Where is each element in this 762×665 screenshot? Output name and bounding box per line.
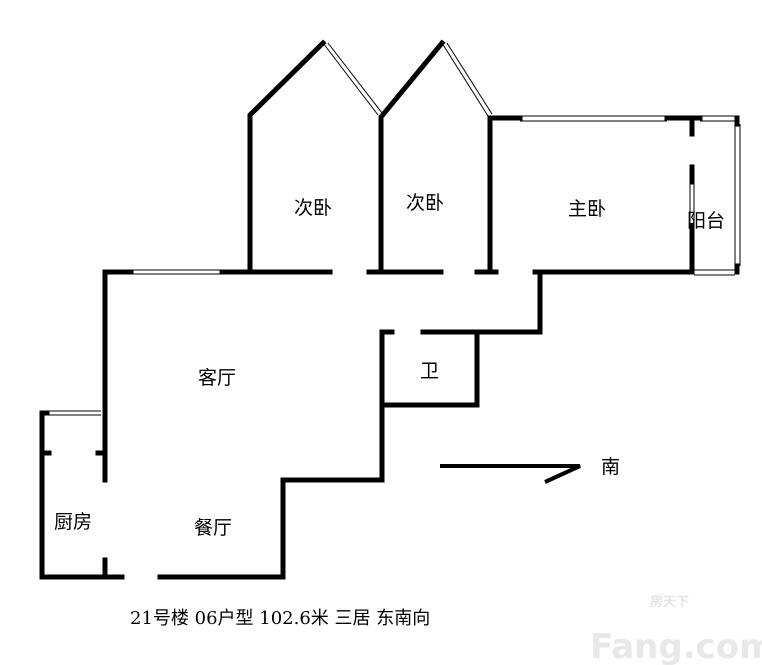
- room-label-kitchen: 厨房: [54, 511, 92, 533]
- room-label-bathroom: 卫: [420, 360, 439, 382]
- compass-label: 南: [601, 456, 620, 478]
- watermark-logo: 房天下 Fang.com: [590, 594, 762, 665]
- room-label-bedroom: 次卧: [294, 197, 332, 219]
- watermark-top: 房天下: [650, 594, 689, 610]
- room-label-balcony: 阳台: [687, 210, 725, 232]
- room-label-living-room: 客厅: [198, 367, 236, 389]
- room-label-master-bedroom: 主卧: [568, 198, 606, 220]
- room-label-dining-room: 餐厅: [194, 517, 232, 539]
- compass-arrow: [440, 464, 581, 484]
- walls: [39, 39, 741, 580]
- room-label-bedroom: 次卧: [406, 192, 444, 214]
- watermark-brand: Fang.com: [590, 627, 762, 665]
- plan-caption: 21号楼 06户型 102.6米 三居 东南向: [130, 608, 430, 629]
